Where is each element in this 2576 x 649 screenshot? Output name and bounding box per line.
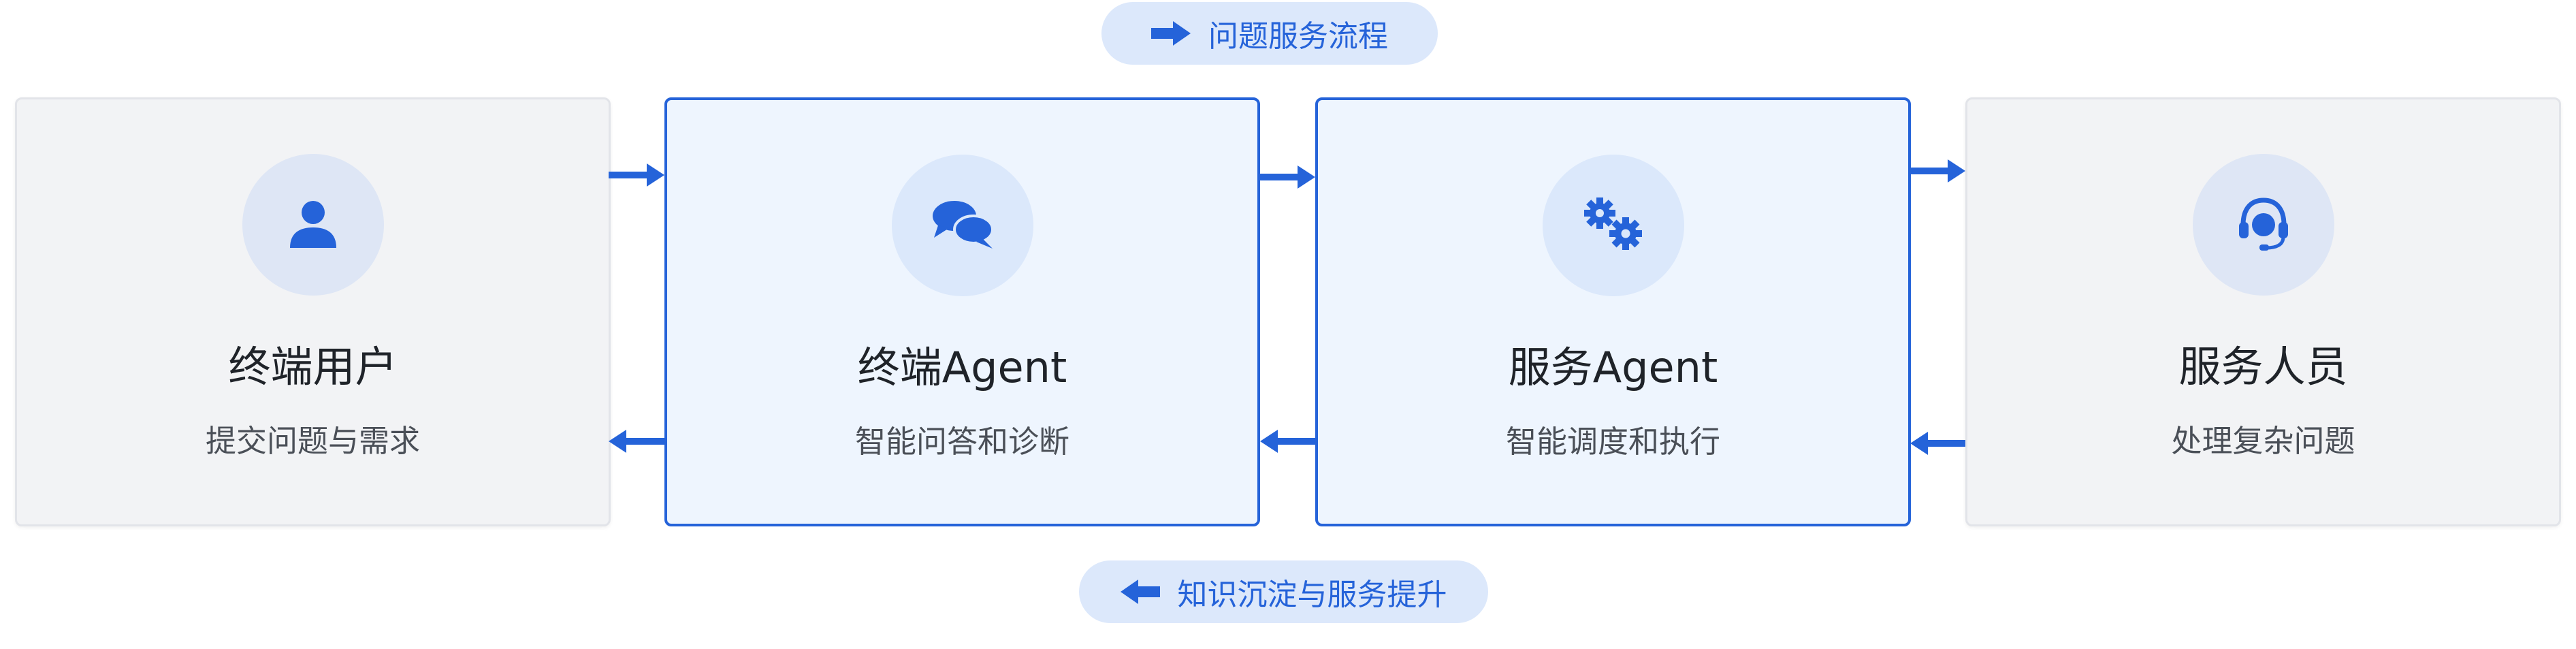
arrow-right-icon <box>1260 165 1315 189</box>
card-service-agent: 服务Agent 智能调度和执行 <box>1315 97 1911 526</box>
terminal-agent-icon-circle <box>891 155 1033 296</box>
arrow-left-icon <box>1260 430 1315 453</box>
forward-flow-label: 问题服务流程 <box>1101 2 1438 65</box>
service-staff-icon-circle <box>2192 154 2334 296</box>
arrow-left-icon <box>1910 432 1965 455</box>
gears-icon <box>1581 195 1646 255</box>
card-service-staff: 服务人员 处理复杂问题 <box>1965 97 2561 526</box>
card-subtitle: 提交问题与需求 <box>205 423 420 459</box>
arrow-right-icon <box>1910 159 1965 183</box>
card-title: 服务人员 <box>2178 342 2348 392</box>
arrow-left-icon <box>1120 580 1160 604</box>
user-icon <box>287 197 339 252</box>
forward-flow-text: 问题服务流程 <box>1208 19 1388 54</box>
chat-bubbles-icon <box>931 198 994 253</box>
feedback-flow-text: 知识沉淀与服务提升 <box>1177 577 1447 612</box>
arrow-right-icon <box>1151 21 1191 46</box>
card-subtitle: 智能问答和诊断 <box>854 424 1069 460</box>
card-subtitle: 处理复杂问题 <box>2171 423 2355 459</box>
card-terminal-agent: 终端Agent 智能问答和诊断 <box>664 97 1260 526</box>
card-subtitle: 智能调度和执行 <box>1505 424 1720 460</box>
service-agent-icon-circle <box>1542 155 1684 296</box>
arrow-left-icon <box>609 430 664 453</box>
card-end-user: 终端用户 提交问题与需求 <box>15 97 611 526</box>
arrow-right-icon <box>609 163 664 187</box>
card-title: 终端Agent <box>857 343 1067 392</box>
end-user-icon-circle <box>242 154 384 296</box>
card-title: 终端用户 <box>228 342 398 392</box>
headset-icon <box>2236 195 2291 255</box>
card-title: 服务Agent <box>1508 343 1718 392</box>
feedback-flow-label: 知识沉淀与服务提升 <box>1079 560 1488 623</box>
